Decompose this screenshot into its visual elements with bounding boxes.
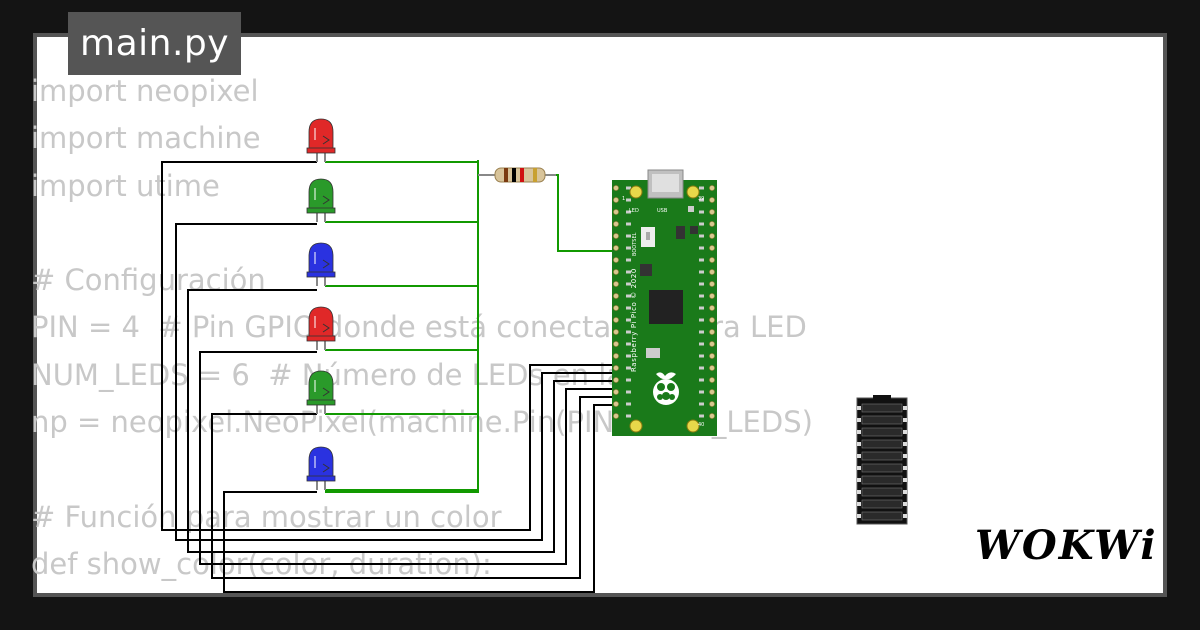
black-wires: [161, 161, 613, 593]
leds: [306, 118, 336, 490]
usb-label: USB: [657, 208, 668, 214]
pin-label-1: 1: [622, 196, 625, 202]
usb-port-icon: [652, 174, 679, 192]
raspberry-logo-icon: [653, 372, 679, 405]
mount-hole-icon: [686, 419, 700, 433]
pin-label-40: 40: [698, 422, 704, 428]
bootsel-label: BOOTSEL: [632, 232, 638, 256]
pico-pins: [613, 185, 715, 420]
code-line: import neopixel: [31, 74, 259, 108]
led-green[interactable]: [306, 370, 336, 414]
board-name-label: Raspberry Pi Pico © 2020: [630, 268, 638, 372]
code-line: # Configuración: [31, 263, 266, 298]
mount-hole-icon: [629, 185, 643, 199]
led-red[interactable]: [306, 306, 336, 350]
wokwi-logo: WOKWi: [975, 522, 1158, 569]
led-green[interactable]: [306, 178, 336, 222]
raspberry-pi-pico[interactable]: USB LED BOOTSEL Raspberry Pi Pico © 2020…: [612, 169, 717, 436]
led-red[interactable]: [306, 118, 336, 162]
resistor[interactable]: [478, 167, 556, 183]
code-line: # Función para mostrar un color: [31, 499, 502, 534]
pin-label-39: 39: [698, 196, 704, 202]
code-line: import utime: [31, 168, 220, 203]
file-tab[interactable]: main.py: [68, 12, 242, 75]
rp2040-chip: [649, 290, 683, 324]
neopixel-strip[interactable]: [856, 395, 908, 525]
green-wires: [325, 160, 613, 493]
led-blue[interactable]: [306, 446, 336, 490]
led-label: LED: [629, 208, 639, 214]
mount-hole-icon: [686, 185, 700, 199]
mount-hole-icon: [629, 419, 643, 433]
led-blue[interactable]: [306, 242, 336, 286]
code-line: import machine: [31, 121, 261, 156]
